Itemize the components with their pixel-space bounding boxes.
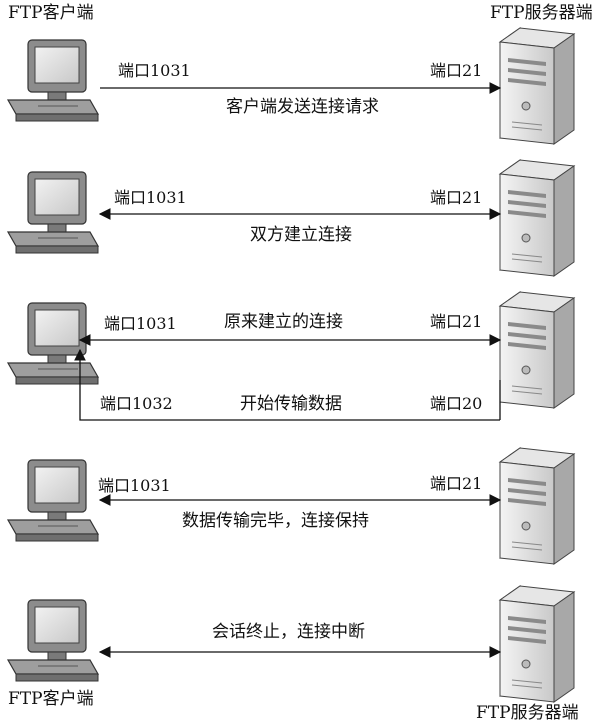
computer-icon [7,302,99,385]
step-caption: 数据传输完毕，连接保持 [182,511,369,531]
client-title-bottom: FTP客户端 [8,689,94,709]
computer-icon [7,171,99,254]
step-caption: 会话终止，连接中断 [212,622,365,642]
client-port-label: 端口1031 [114,188,187,207]
server-icon [499,291,575,409]
client-port-label: 端口1031 [98,476,171,495]
server-icon [499,159,575,277]
server-icon [499,27,575,145]
client-port-label: 端口1031 [118,61,191,80]
server-port-label: 端口21 [430,312,483,331]
client-port-label: 端口1031 [104,314,177,333]
computer-icon [7,459,99,542]
server-icon [499,447,575,565]
server-title-top: FTP服务器端 [490,3,593,23]
step-caption: 双方建立连接 [250,225,352,245]
step-caption: 客户端发送连接请求 [226,97,379,117]
server-icon [499,585,575,703]
computer-icon [7,599,99,682]
server-title-bottom: FTP服务器端 [476,703,579,723]
data-server-port-label: 端口20 [430,394,483,413]
step-caption: 原来建立的连接 [224,312,343,332]
data-caption: 开始传输数据 [240,394,342,414]
server-port-label: 端口21 [430,474,483,493]
server-port-label: 端口21 [430,188,483,207]
computer-icon [7,39,99,122]
data-client-port-label: 端口1032 [100,394,173,413]
server-port-label: 端口21 [430,61,483,80]
client-title-top: FTP客户端 [8,3,94,23]
data-channel-arrow [74,348,500,421]
